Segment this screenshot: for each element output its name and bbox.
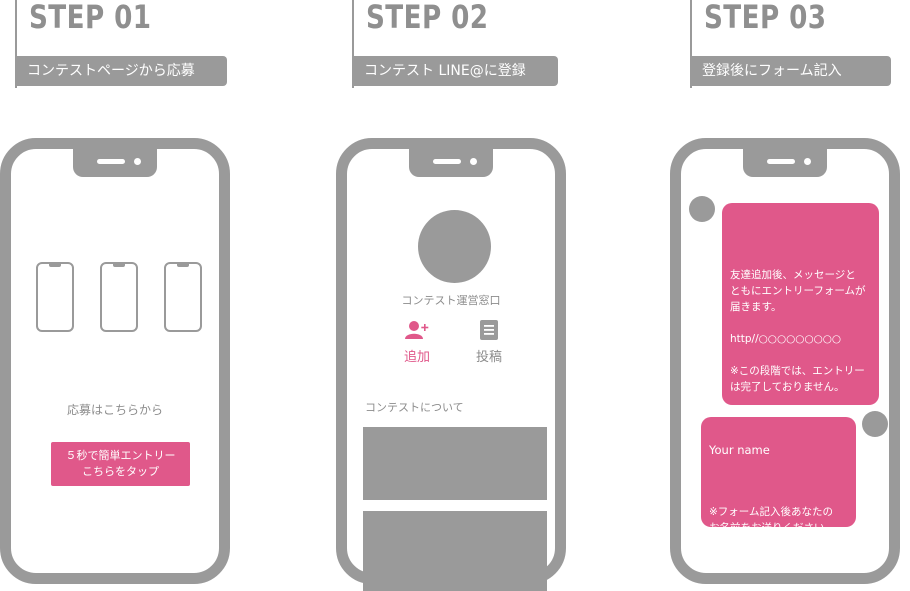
user-message-bubble: Your name ※フォーム記入後あなたの お名前をお送りください。 フォーム… — [701, 417, 856, 566]
step2-title: STEP 02 — [366, 0, 489, 36]
phone-notch — [743, 147, 827, 177]
bot-message-text: 友達追加後、メッセージと ともにエントリーフォームが 届きます。 http//○… — [730, 269, 866, 393]
mini-phone-icon — [164, 262, 202, 332]
mini-phone-icon — [36, 262, 74, 332]
bot-message-bubble: 友達追加後、メッセージと ともにエントリーフォームが 届きます。 http//○… — [722, 203, 879, 405]
phone-notch — [409, 147, 493, 177]
account-name: コンテスト運営窓口 — [401, 294, 501, 307]
step1-title: STEP 01 — [29, 0, 152, 36]
step3-title: STEP 03 — [704, 0, 827, 36]
step2-rule — [352, 0, 354, 88]
step1-rule — [15, 0, 17, 88]
content-block — [363, 427, 547, 500]
user-avatar — [862, 411, 888, 437]
add-friend-label: 追加 — [403, 350, 430, 365]
phone-step1: 応募はこちらから ５秒で簡単エントリー こちらをタップ — [0, 138, 230, 584]
post-icon — [480, 320, 498, 340]
step2-label: コンテスト LINE@に登録 — [352, 56, 558, 86]
phone-notch — [73, 147, 157, 177]
content-block — [363, 511, 547, 591]
entry-button-line2: こちらをタップ — [82, 465, 159, 478]
about-heading: コンテストについて — [365, 401, 464, 414]
user-message-text: ※フォーム記入後あなたの お名前をお送りください。 フォームに記載された情報と … — [709, 506, 846, 566]
entry-caption: 応募はこちらから — [66, 403, 163, 417]
account-avatar — [418, 210, 491, 283]
add-friend-button[interactable]: 追加 — [397, 320, 437, 365]
add-friend-icon — [405, 321, 429, 339]
phone-step2: コンテスト運営窓口 追加 投稿 コンテストについて — [336, 138, 566, 591]
post-button[interactable]: 投稿 — [469, 320, 509, 365]
mini-phone-icon — [100, 262, 138, 332]
user-message-title: Your name — [709, 443, 770, 457]
entry-button[interactable]: ５秒で簡単エントリー こちらをタップ — [51, 442, 190, 486]
step3-rule — [690, 0, 692, 88]
step3-label: 登録後にフォーム記入 — [690, 56, 891, 86]
bot-avatar — [689, 196, 715, 222]
entry-button-line1: ５秒で簡単エントリー — [65, 449, 176, 462]
post-label: 投稿 — [475, 350, 502, 365]
step1-label: コンテストページから応募 — [15, 56, 227, 86]
